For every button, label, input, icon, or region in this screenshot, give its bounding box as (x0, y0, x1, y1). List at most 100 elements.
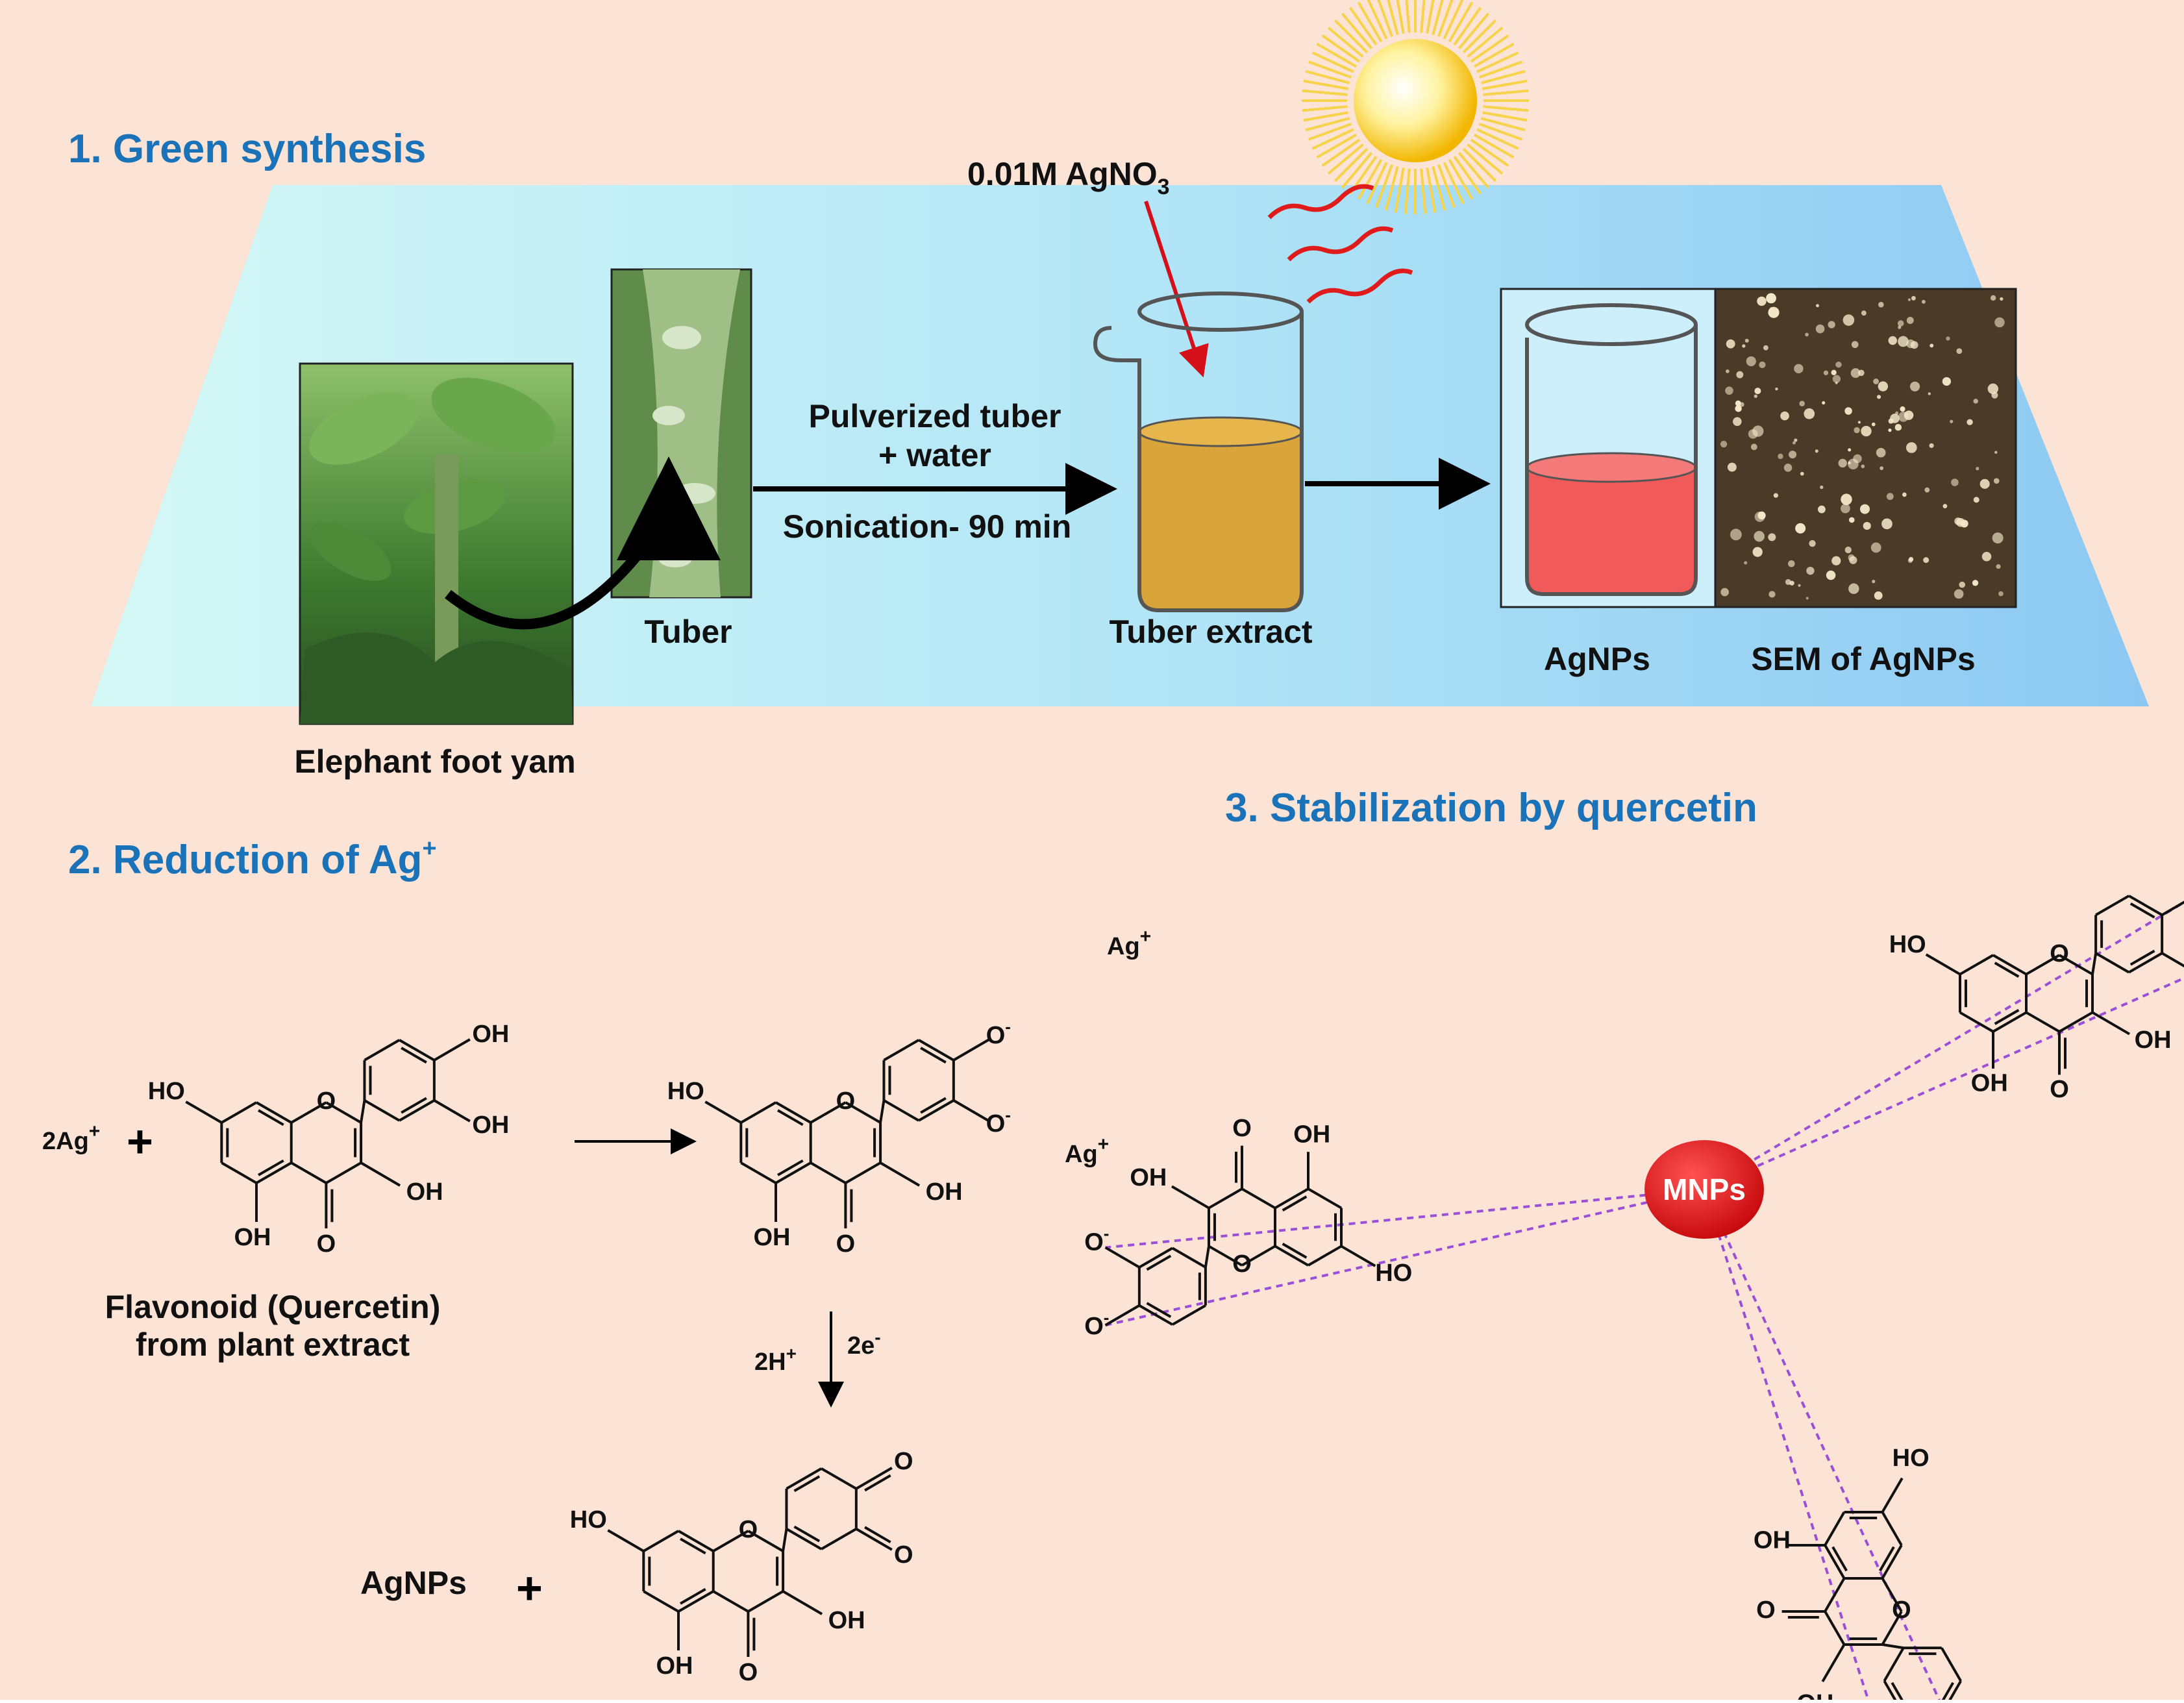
sem-particle (1848, 517, 1855, 523)
sem-particle (1815, 324, 1825, 334)
sem-particle (1907, 298, 1911, 301)
bond (880, 1162, 921, 1187)
sem-particle (1817, 505, 1826, 514)
bond (793, 1475, 821, 1493)
bond (1241, 1187, 1276, 1210)
bond (1274, 1245, 1309, 1267)
sem-particle (1902, 492, 1907, 497)
sem-particle (1831, 369, 1837, 376)
sem-particle (1990, 295, 1996, 301)
sem-particle (1735, 400, 1741, 406)
bond (740, 1101, 776, 1124)
bond (1959, 1011, 1994, 1033)
sun-ray (1305, 69, 1350, 84)
bond (952, 1099, 990, 1123)
atom-label: O (836, 1230, 856, 1258)
sem-particle (1720, 588, 1729, 597)
bond (1883, 1647, 1905, 1682)
sun-ray (1357, 1, 1383, 43)
sun-ray (1334, 19, 1369, 54)
sem-particle (1757, 511, 1766, 520)
atom-label: OH (926, 1178, 963, 1206)
sem-particle (1924, 487, 1930, 493)
atom-label: O (2050, 940, 2069, 967)
atom-label: O (836, 1088, 856, 1115)
sem-particle (1744, 338, 1749, 343)
label-tuber-extract: Tuber extract (1109, 614, 1312, 650)
bond (258, 1109, 284, 1126)
sem-particle (1851, 341, 1859, 349)
sem-particle (1848, 448, 1852, 452)
sun-ray (1432, 166, 1446, 211)
sem-particle (1826, 570, 1836, 580)
sem-particle (1954, 589, 1964, 599)
atom-label: O (739, 1659, 758, 1686)
step-line-2: + water (878, 437, 991, 473)
sun-ray (1437, 0, 1454, 38)
sem-particle (1735, 404, 1742, 412)
bond (793, 1525, 821, 1543)
atom-label: O (1892, 1597, 1911, 1624)
label-tuber: Tuber (644, 614, 732, 650)
plant-photo (299, 362, 574, 725)
bond (1925, 953, 1961, 976)
atom-label: OH (234, 1224, 271, 1251)
sun-ray (1443, 0, 1464, 40)
bond (1824, 1511, 1846, 1547)
sem-particle (1907, 558, 1913, 564)
product-agnps: AgNPs (360, 1565, 467, 1601)
bond (2091, 952, 2098, 975)
sem-particle (1886, 493, 1894, 501)
atom-label: OH (828, 1607, 865, 1634)
sun-ray (1396, 0, 1405, 34)
bond (255, 1101, 292, 1124)
bond (1307, 1187, 1343, 1210)
reagent-arrow (1144, 201, 1209, 378)
bond (740, 1162, 776, 1184)
sun-ray (1311, 51, 1354, 73)
sun-ray (1483, 105, 1529, 112)
bond (1146, 1254, 1172, 1271)
sun-ray (1478, 123, 1523, 141)
bond (1881, 1511, 1903, 1547)
sun-ray (1377, 0, 1393, 38)
heading-green-synthesis: 1. Green synthesis (68, 127, 426, 171)
sem-particle (1809, 540, 1816, 547)
sun-ray (1473, 133, 1515, 159)
sem-particle (1848, 554, 1855, 561)
bond (221, 1101, 258, 1124)
sun-ray (1404, 168, 1411, 214)
atom-label: OH (1130, 1164, 1167, 1191)
sem-particle (1823, 370, 1829, 375)
atom-label: OH (1293, 1121, 1330, 1148)
sun-ray (1357, 158, 1383, 200)
ag-ion-bottom: Ag+ (1065, 1134, 1109, 1168)
sun-ray (1443, 162, 1465, 205)
sem-particle (1759, 361, 1766, 369)
bond (1171, 1304, 1206, 1326)
sun-ray (1478, 60, 1523, 79)
sem-particle (1785, 578, 1791, 585)
sun-ray (1473, 42, 1515, 68)
atom-label: OH (1754, 1526, 1791, 1554)
sem-particle (1870, 542, 1881, 553)
bond (1104, 1304, 1140, 1326)
sun-ray (1482, 111, 1528, 122)
sem-particle (1878, 381, 1889, 392)
sem-particle (1841, 493, 1852, 505)
sem-particle (1725, 386, 1733, 395)
sem-particle (1906, 317, 1914, 325)
sem-particle (1757, 296, 1767, 306)
bond (747, 1590, 784, 1613)
sun-ray (1302, 105, 1348, 112)
bond (1959, 954, 1994, 976)
bond (810, 1162, 847, 1184)
bond (325, 1162, 362, 1184)
bond (775, 1162, 812, 1184)
bond (920, 1097, 947, 1114)
bond (2129, 902, 2155, 919)
sem-particle (1996, 564, 2001, 569)
bond (2059, 954, 2094, 976)
beaker-tuber-extract (1093, 292, 1304, 612)
